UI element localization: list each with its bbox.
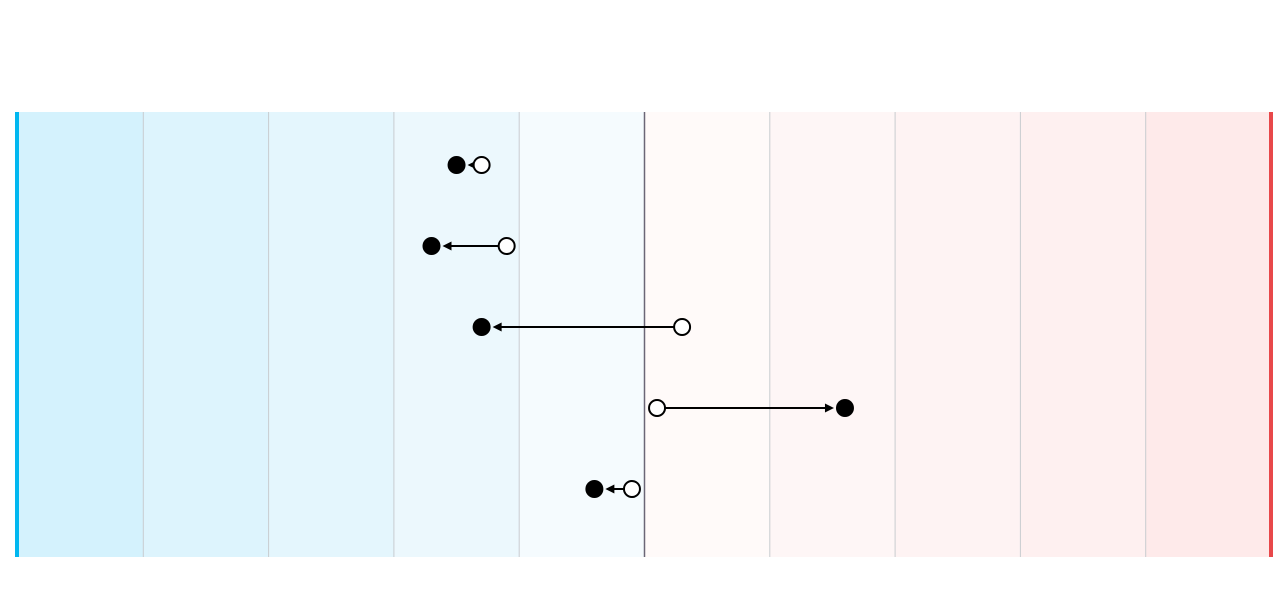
end-point xyxy=(585,480,604,498)
end-point xyxy=(422,237,441,255)
arrow-head xyxy=(442,241,452,251)
arrow-head xyxy=(824,403,834,413)
start-point xyxy=(673,318,692,336)
band-positive xyxy=(769,112,896,557)
grid-lines xyxy=(142,112,1147,557)
data-rows xyxy=(422,156,854,498)
band-positive xyxy=(1145,112,1271,557)
start-point xyxy=(648,399,667,417)
band-negative xyxy=(393,112,520,557)
band-positive xyxy=(895,112,1021,557)
arrow-head xyxy=(605,484,615,494)
band-negative xyxy=(519,112,645,557)
background-bands xyxy=(18,112,1271,557)
start-point xyxy=(622,480,641,498)
data-row xyxy=(422,237,516,255)
band-negative xyxy=(143,112,269,557)
start-point xyxy=(472,156,491,174)
end-point xyxy=(472,318,491,336)
band-positive xyxy=(1020,112,1146,557)
end-point xyxy=(835,399,854,417)
band-negative xyxy=(268,112,394,557)
start-point xyxy=(497,237,516,255)
band-negative xyxy=(18,112,144,557)
band-positive xyxy=(644,112,770,557)
arrow-head xyxy=(492,322,502,332)
end-point xyxy=(447,156,466,174)
data-row xyxy=(472,318,692,336)
data-row xyxy=(585,480,641,498)
edge-lines xyxy=(15,112,1273,557)
data-row xyxy=(447,156,491,174)
data-row xyxy=(648,399,854,417)
